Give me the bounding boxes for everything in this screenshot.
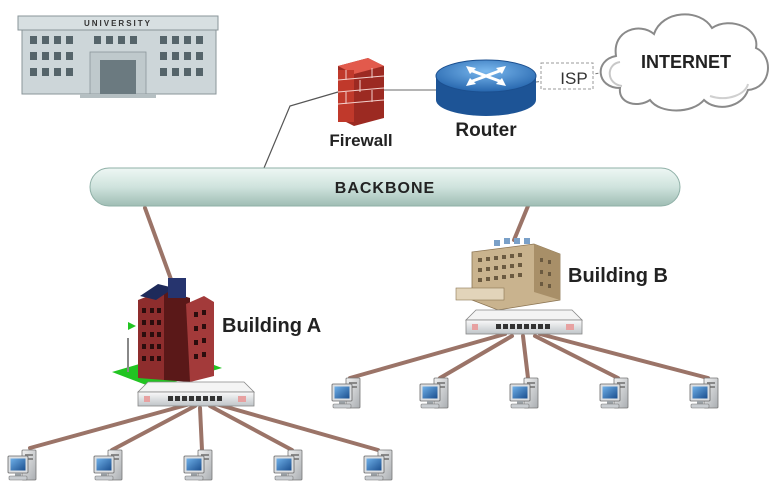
building-b-switch-icon [465, 309, 583, 335]
isp-box [540, 62, 594, 90]
internet-label: INTERNET [641, 52, 731, 72]
computer-icon [689, 377, 719, 409]
building-a-icon [112, 278, 222, 388]
link-b-pc1 [348, 332, 507, 380]
building-b-label: Building B [568, 265, 668, 287]
building-a-switch-icon [137, 381, 255, 407]
computer-icon [419, 377, 449, 409]
computer-icon [599, 377, 629, 409]
link-backbone-building-b [512, 204, 530, 242]
firewall-icon [337, 58, 385, 126]
building-b-icon [455, 238, 561, 311]
computer-icon [331, 377, 361, 409]
router-label: Router [455, 120, 517, 141]
firewall-label: Firewall [329, 131, 392, 150]
link-b-pc3 [521, 334, 530, 380]
link-a-pc5 [214, 402, 380, 452]
link-b-pc2 [438, 334, 514, 380]
university-sign: UNIVERSITY [84, 19, 152, 28]
internet-cloud-icon [599, 13, 769, 112]
university-building: UNIVERSITY [17, 15, 219, 98]
computer-icon [273, 449, 303, 481]
link-a-pc2 [110, 404, 197, 452]
building-a-label: Building A [222, 315, 321, 337]
computer-icon [7, 449, 37, 481]
link-a-pc4 [208, 404, 294, 452]
router-icon [435, 59, 537, 116]
links [28, 204, 710, 452]
link-backbone-firewall [263, 91, 339, 169]
link-backbone-building-a [143, 206, 174, 284]
computer-icon [183, 449, 213, 481]
backbone-bar [89, 167, 681, 207]
link-b-pc4 [533, 334, 620, 380]
link-b-pc5 [538, 332, 710, 380]
computer-icon [509, 377, 539, 409]
link-a-pc3 [198, 406, 204, 452]
backbone-label: BACKBONE [335, 180, 435, 197]
isp-label: ISP [560, 69, 587, 88]
computer-icon [93, 449, 123, 481]
computer-icon [363, 449, 393, 481]
link-a-pc1 [28, 402, 192, 450]
